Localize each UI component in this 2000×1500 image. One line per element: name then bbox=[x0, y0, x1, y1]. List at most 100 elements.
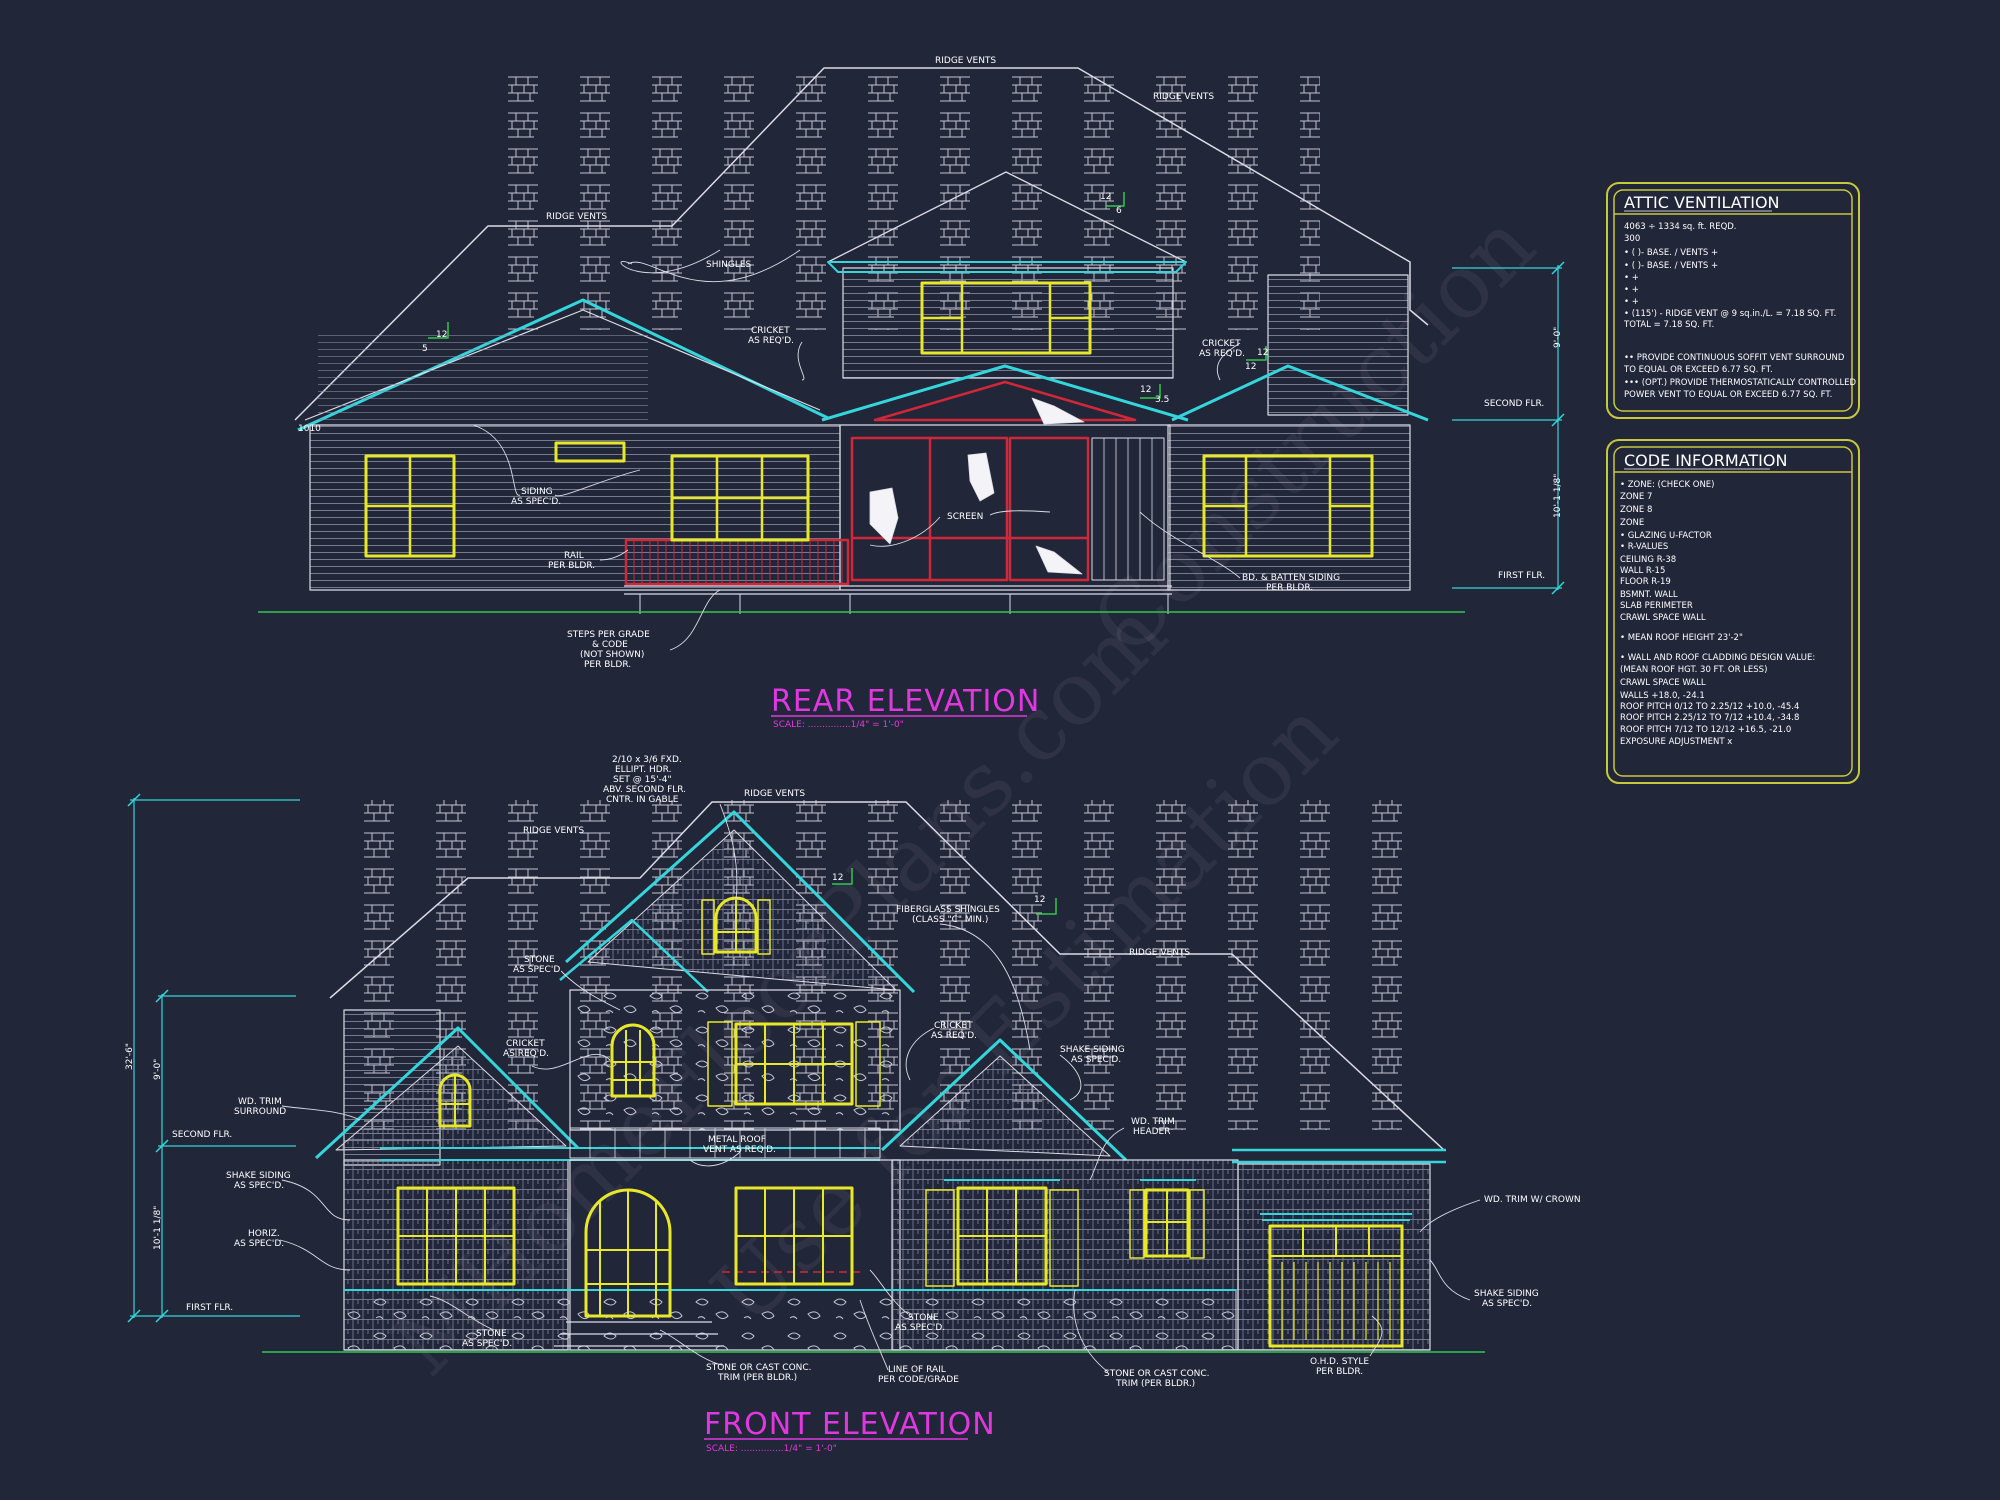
rear-label-steps-d: PER BLDR. bbox=[584, 660, 631, 670]
front-left-gable bbox=[314, 1026, 580, 1160]
front-pitch-12b: 12 bbox=[1034, 895, 1045, 905]
rear-label-ridge-vents-2: RIDGE VENTS bbox=[1153, 92, 1214, 102]
rear-label-rail-b: PER BLDR. bbox=[548, 561, 595, 571]
rear-label-steps-a: STEPS PER GRADE bbox=[567, 630, 650, 640]
front-label-fiberglass-b: (CLASS "C" MIN.) bbox=[912, 915, 988, 925]
rear-label-second-floor: SECOND FLR. bbox=[1484, 399, 1544, 409]
front-label-cricket-1a: CRICKET bbox=[506, 1039, 545, 1049]
front-label-stone-b: AS SPEC'D. bbox=[513, 965, 563, 975]
rear-label-batten-a: BD. & BATTEN SIDING bbox=[1242, 573, 1340, 583]
front-label-cricket-1b: AS REQ'D. bbox=[503, 1049, 549, 1059]
attic-line-10: TO EQUAL OR EXCEED 6.77 SQ. FT. bbox=[1623, 365, 1773, 375]
rear-dim-lower: 10'-1 1/8" bbox=[1553, 474, 1563, 518]
attic-ventilation-panel: ATTIC VENTILATION 4063 ÷ 1334 sq. ft. RE… bbox=[1606, 182, 1860, 419]
rear-elevation-scale: SCALE: ...............1/4" = 1'-0" bbox=[773, 720, 904, 730]
front-pitch-12a: 12 bbox=[832, 873, 843, 883]
front-gable-window bbox=[714, 896, 758, 954]
attic-line-11: ••• (OPT.) PROVIDE THERMOSTATICALLY CONT… bbox=[1624, 378, 1857, 388]
rear-label-rail-a: RAIL bbox=[564, 551, 584, 561]
front-label-header-a: 2/10 x 3/6 FXD. bbox=[612, 755, 682, 765]
front-label-ridge-vents-2: RIDGE VENTS bbox=[523, 826, 584, 836]
attic-line-3: • ( )- BASE. / VENTS + bbox=[1624, 261, 1718, 271]
rear-dim-upper: 9'-0" bbox=[1553, 327, 1563, 348]
code-line-4: • GLAZING U-FACTOR bbox=[1620, 531, 1712, 541]
code-line-5: • R-VALUES bbox=[1620, 542, 1668, 552]
front-label-cricket-2b: AS REQ'D. bbox=[931, 1031, 977, 1041]
attic-panel-title: ATTIC VENTILATION bbox=[1624, 193, 1780, 212]
code-line-2: ZONE 8 bbox=[1620, 505, 1652, 515]
attic-line-7: • (115') - RIDGE VENT @ 9 sq.in./L. = 7.… bbox=[1624, 309, 1836, 319]
front-label-ridge-vents-3: RIDGE VENTS bbox=[1129, 948, 1190, 958]
code-line-1: ZONE 7 bbox=[1620, 492, 1652, 502]
attic-line-12: POWER VENT TO EQUAL OR EXCEED 6.77 SQ. F… bbox=[1624, 390, 1832, 400]
front-label-second-floor: SECOND FLR. bbox=[172, 1130, 232, 1140]
rear-windows bbox=[364, 281, 1374, 558]
front-label-header-b: ELLIPT. HDR. bbox=[615, 765, 671, 775]
rear-label-cricket-1a: CRICKET bbox=[751, 326, 790, 336]
front-label-header-d: ABV. SECOND FLR. bbox=[603, 785, 686, 795]
front-label-cricket-2a: CRICKET bbox=[934, 1021, 973, 1031]
rear-label-siding-a: SIDING bbox=[521, 487, 553, 497]
front-label-stone-3a: STONE bbox=[908, 1313, 939, 1323]
front-labels: 2/10 x 3/6 FXD. ELLIPT. HDR. SET @ 15'-4… bbox=[125, 755, 1581, 1454]
attic-line-1: 300 bbox=[1624, 234, 1640, 244]
front-elevation-title: FRONT ELEVATION bbox=[704, 1407, 996, 1442]
front-shutters bbox=[701, 899, 1205, 1287]
rear-pitch-12e: 12 bbox=[1245, 362, 1256, 372]
rear-elevation bbox=[258, 67, 1565, 651]
code-line-0: • ZONE: (CHECK ONE) bbox=[1620, 480, 1714, 490]
code-line-14: (MEAN ROOF HGT. 30 FT. OR LESS) bbox=[1620, 665, 1767, 675]
front-dim-total: 32'-6" bbox=[125, 1043, 135, 1070]
front-label-first-floor: FIRST FLR. bbox=[186, 1303, 233, 1313]
rear-label-steps-b: & CODE bbox=[592, 640, 628, 650]
front-center-gable bbox=[565, 810, 916, 994]
code-line-8: FLOOR R-19 bbox=[1620, 577, 1671, 587]
front-label-cast-1a: STONE OR CAST CONC. bbox=[706, 1363, 812, 1373]
front-label-stone-2a: STONE bbox=[476, 1329, 507, 1339]
rear-label-cricket-2a: CRICKET bbox=[1202, 339, 1241, 349]
front-left-gable-window bbox=[438, 1073, 472, 1128]
front-label-metal-a: METAL ROOF bbox=[708, 1135, 766, 1145]
rear-pitch-12a: 12 bbox=[436, 330, 447, 340]
rear-transom-window bbox=[554, 441, 626, 463]
code-line-10: SLAB PERIMETER bbox=[1620, 601, 1693, 611]
front-label-cast-1b: TRIM (PER BLDR.) bbox=[717, 1373, 797, 1383]
front-label-cast-2b: TRIM (PER BLDR.) bbox=[1115, 1379, 1195, 1389]
code-line-15: CRAWL SPACE WALL bbox=[1620, 678, 1706, 688]
front-label-cast-2a: STONE OR CAST CONC. bbox=[1104, 1369, 1210, 1379]
code-line-20: EXPOSURE ADJUSTMENT x bbox=[1620, 737, 1732, 747]
rear-fascia-mark: 1010 bbox=[298, 424, 321, 434]
rear-porch-gable bbox=[821, 364, 1189, 422]
front-elevation-scale: SCALE: ...............1/4" = 1'-0" bbox=[706, 1444, 837, 1454]
rear-labels: RIDGE VENTS RIDGE VENTS RIDGE VENTS SHIN… bbox=[298, 56, 1563, 730]
code-line-6: CEILING R-38 bbox=[1620, 555, 1676, 565]
code-line-11: CRAWL SPACE WALL bbox=[1620, 613, 1706, 623]
rear-right-gable bbox=[1171, 364, 1429, 422]
front-label-shake-3b: AS SPEC'D. bbox=[1482, 1299, 1532, 1309]
front-label-ohd-b: PER BLDR. bbox=[1316, 1367, 1363, 1377]
attic-line-6: • + bbox=[1624, 297, 1639, 307]
rear-label-shingles: SHINGLES bbox=[706, 260, 752, 270]
front-label-header-c: SET @ 15'-4" bbox=[613, 775, 672, 785]
rear-label-screen: SCREEN bbox=[947, 512, 983, 522]
front-label-stone-a: STONE bbox=[524, 955, 555, 965]
attic-line-9: •• PROVIDE CONTINUOUS SOFFIT VENT SURROU… bbox=[1624, 353, 1845, 363]
front-label-shake-3a: SHAKE SIDING bbox=[1474, 1289, 1539, 1299]
front-label-metal-b: VENT AS REQ'D. bbox=[703, 1145, 776, 1155]
rear-pitch-12c: 12 bbox=[1140, 385, 1151, 395]
front-label-header-e: CNTR. IN GABLE bbox=[606, 795, 679, 805]
code-line-19: ROOF PITCH 7/12 TO 12/12 +16.5, -21.0 bbox=[1620, 725, 1791, 735]
code-information-panel: CODE INFORMATION • ZONE: (CHECK ONE) ZON… bbox=[1606, 439, 1860, 784]
rear-label-cricket-1b: AS REQ'D. bbox=[748, 336, 794, 346]
front-label-crown: WD. TRIM W/ CROWN bbox=[1484, 1195, 1581, 1205]
front-label-stone-2b: AS SPEC'D. bbox=[462, 1339, 512, 1349]
rear-left-wing-wall bbox=[309, 424, 841, 591]
code-line-17: ROOF PITCH 0/12 TO 2.25/12 +10.0, -45.4 bbox=[1620, 702, 1799, 712]
rear-pitch-6: 6 bbox=[1116, 206, 1122, 216]
front-label-rail-line-a: LINE OF RAIL bbox=[888, 1365, 946, 1375]
front-right-gable bbox=[880, 1038, 1128, 1162]
code-line-16: WALLS +18.0, -24.1 bbox=[1620, 691, 1705, 701]
code-panel-title: CODE INFORMATION bbox=[1624, 451, 1787, 470]
front-entry-door bbox=[584, 1188, 672, 1318]
front-label-shake-2b: AS SPEC'D. bbox=[234, 1181, 284, 1191]
